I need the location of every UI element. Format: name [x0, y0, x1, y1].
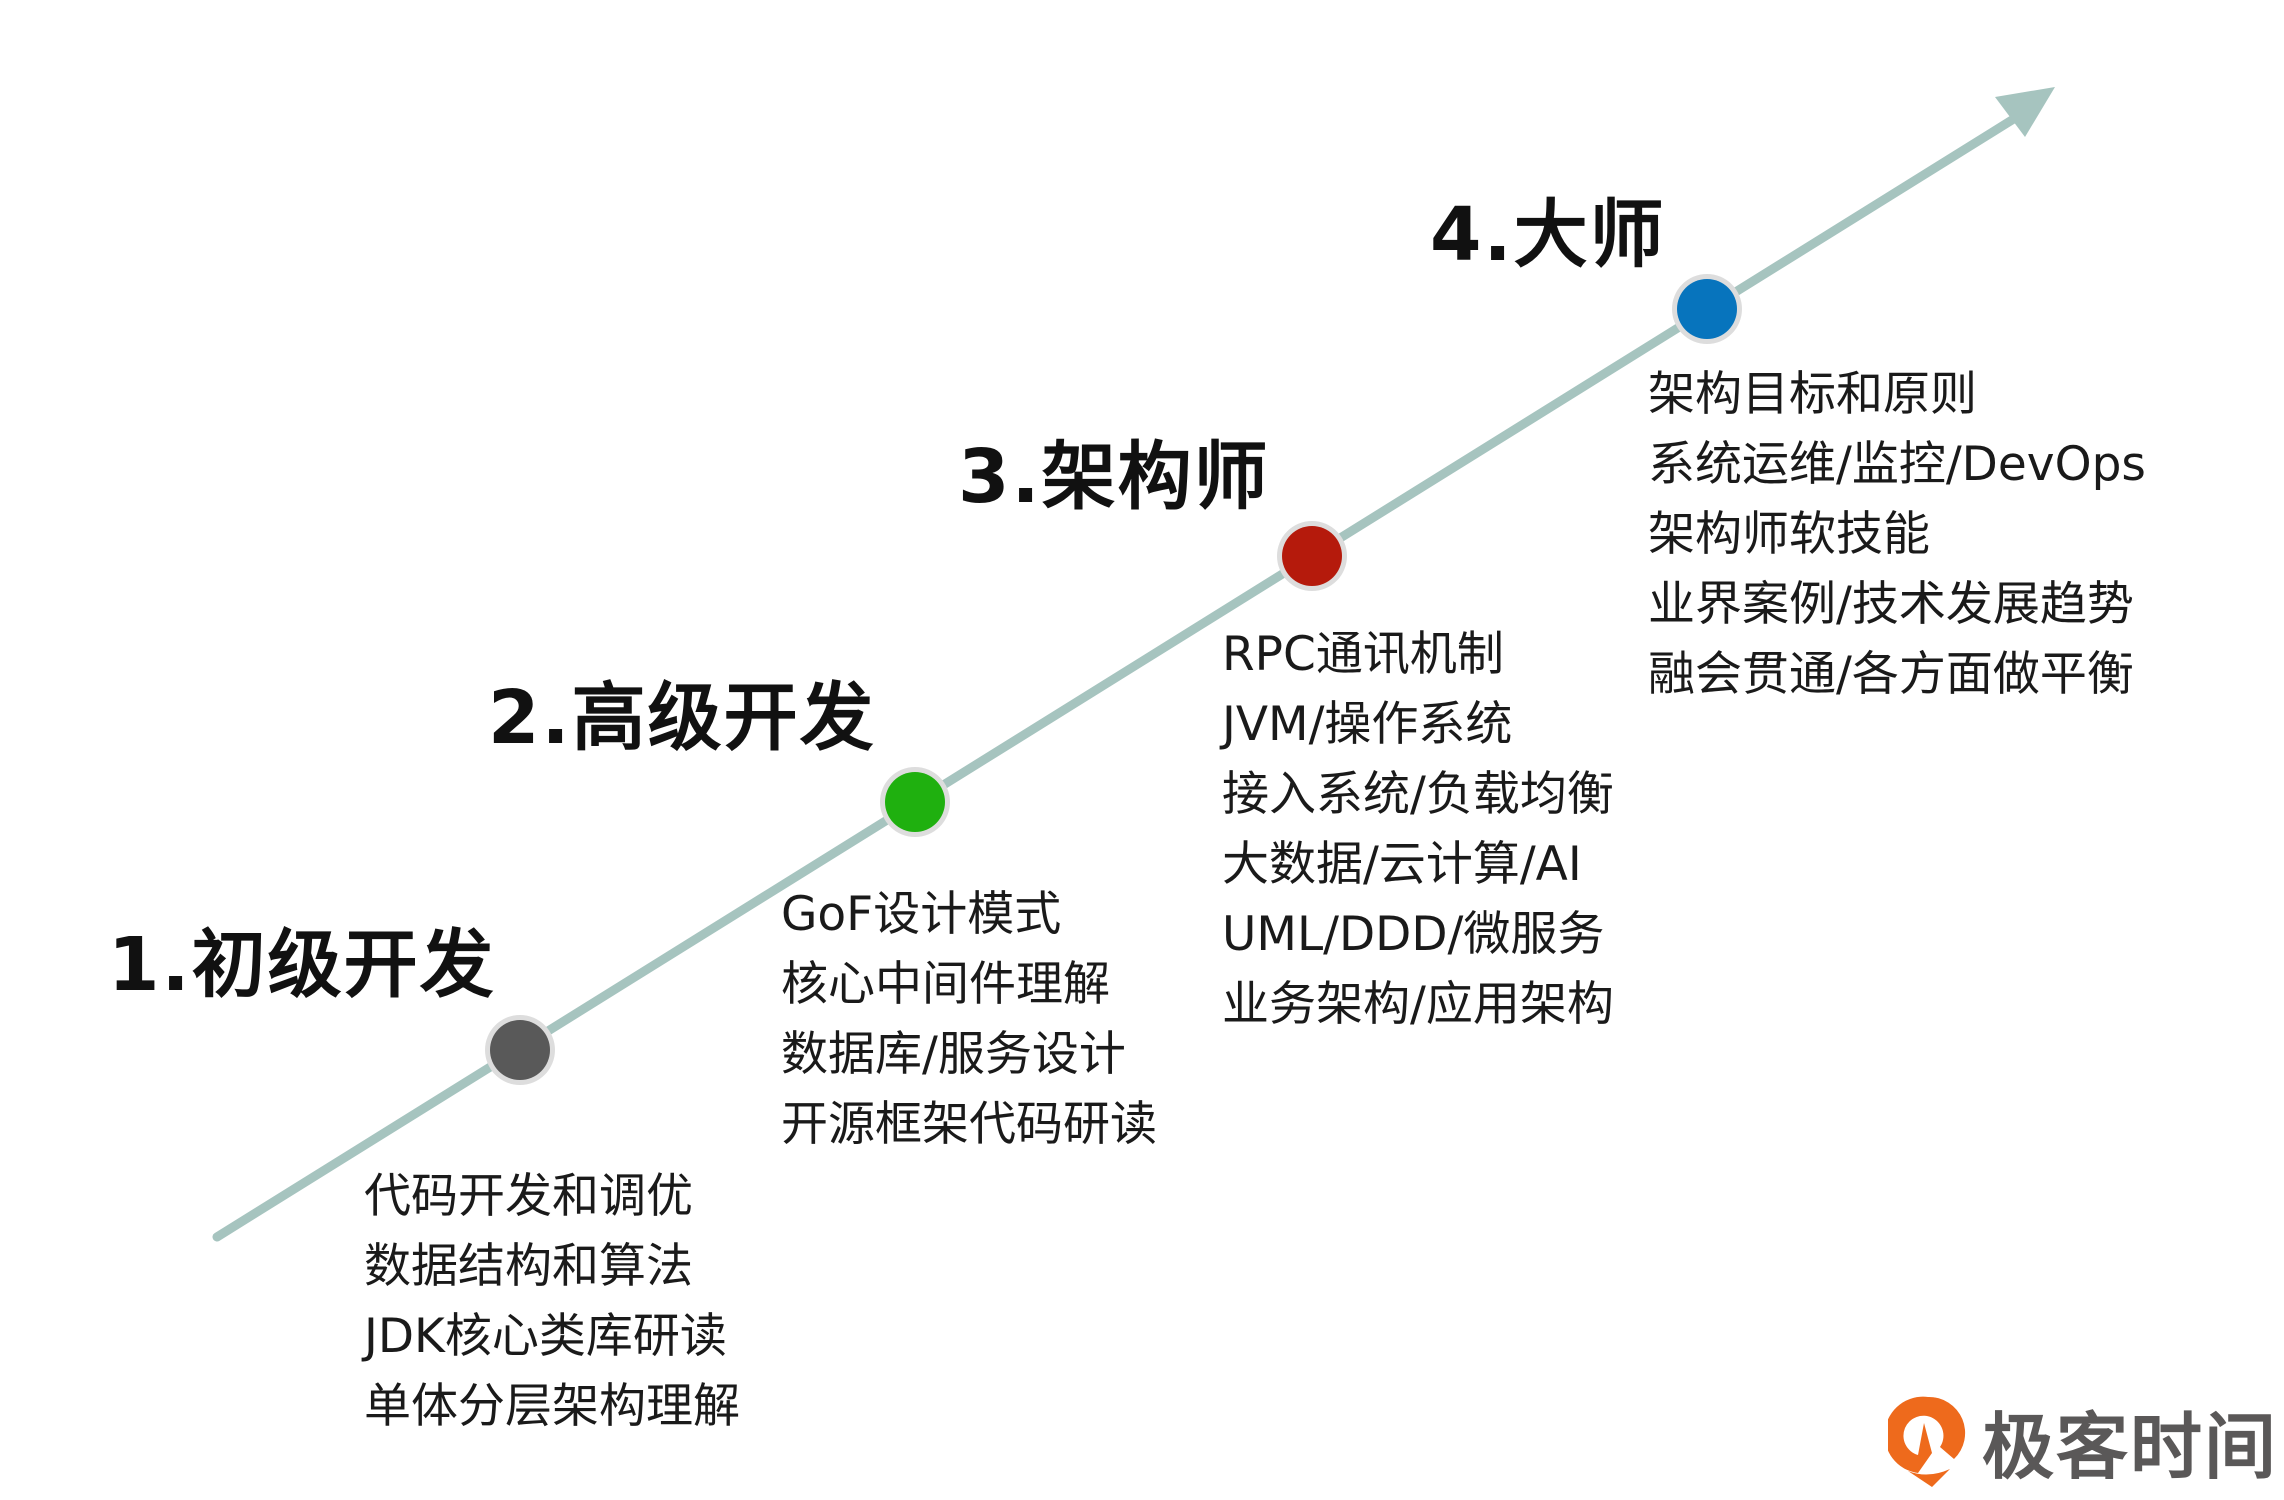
- geektime-logo-icon: [1888, 1396, 1966, 1487]
- stage-title-1: 1.初级开发: [108, 922, 496, 1008]
- skill-item: 接入系统/负载均衡: [1222, 767, 1614, 822]
- arrow-head-icon: [1995, 87, 2055, 137]
- skill-item: 架构目标和原则: [1648, 367, 1977, 422]
- geektime-logo: 极客时间: [1888, 1388, 2278, 1493]
- skill-item: UML/DDD/微服务: [1222, 907, 1605, 962]
- stage-dot-2: [880, 767, 950, 837]
- skill-item: 数据库/服务设计: [781, 1027, 1126, 1082]
- stage-title-4: 4.大师: [1430, 192, 1666, 278]
- skill-item: 融会贯通/各方面做平衡: [1648, 647, 2134, 702]
- stage-skills-2: GoF设计模式核心中间件理解数据库/服务设计开源框架代码研读: [781, 880, 1157, 1160]
- skill-item: 业界案例/技术发展趋势: [1648, 577, 2134, 632]
- skill-item: RPC通讯机制: [1222, 627, 1504, 682]
- stage-dot-1: [485, 1015, 555, 1085]
- stage-skills-4: 架构目标和原则系统运维/监控/DevOps 架构师软技能业界案例/技术发展趋势融会…: [1648, 360, 2146, 710]
- skill-item: 业务架构/应用架构: [1222, 977, 1614, 1032]
- stage-skills-3: RPC通讯机制 JVM/操作系统接入系统/负载均衡大数据/云计算/AI UML/DD…: [1222, 620, 1614, 1040]
- skill-item: 数据结构和算法: [364, 1239, 693, 1294]
- skill-item: 架构师软技能: [1648, 507, 1930, 562]
- stage-skills-1: 代码开发和调优数据结构和算法 JDK核心类库研读单体分层架构理解: [364, 1162, 740, 1442]
- skill-item: 大数据/云计算/AI: [1222, 837, 1582, 892]
- skill-item: 开源框架代码研读: [781, 1097, 1157, 1152]
- skill-item: GoF设计模式: [781, 887, 1062, 942]
- skill-item: 核心中间件理解: [781, 957, 1110, 1012]
- skill-item: JVM/操作系统: [1222, 697, 1513, 752]
- skill-item: JDK核心类库研读: [364, 1309, 727, 1364]
- skill-item: 系统运维/监控/DevOps: [1648, 437, 2146, 492]
- stage-title-3: 3.架构师: [958, 434, 1270, 520]
- stage-title-2: 2.高级开发: [488, 675, 876, 761]
- logo-text: 极客时间: [1982, 1405, 2279, 1489]
- stage-dot-4: [1672, 274, 1742, 344]
- skill-item: 单体分层架构理解: [364, 1379, 740, 1434]
- skill-item: 代码开发和调优: [364, 1169, 693, 1224]
- stage-dot-3: [1277, 521, 1347, 591]
